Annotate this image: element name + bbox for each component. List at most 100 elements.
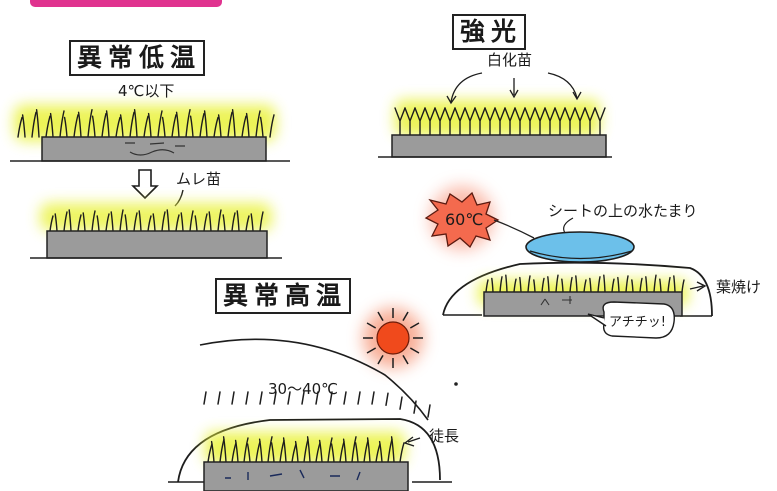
grass-blade [589,277,592,293]
sun-icon [363,308,423,368]
grass-blade [129,111,135,138]
grass-blade [555,274,559,293]
grass-blade [96,215,100,232]
albino-sprout [564,107,576,136]
speech-bubble [587,301,675,339]
heat-tick [217,391,221,405]
grass-blade [519,276,522,293]
albino-sprout [394,107,406,136]
grass-blade [161,116,166,138]
sun-ray [402,354,409,365]
grass-blade [243,437,249,463]
grass-blade [222,214,226,232]
grass-blade [147,215,152,232]
grass-blade [124,214,128,232]
grass-blade [342,438,347,463]
grass-blade [351,436,357,463]
grass-blade [166,209,170,232]
sun-ray [377,311,384,322]
heat-tick [231,391,235,405]
albino-sprout [524,107,536,136]
albino-sprout [494,107,506,136]
heat-tick [203,391,207,405]
grass-blade [327,437,333,463]
grass-blade [217,114,222,138]
title-abnormal-high-temp: 異常高温 [215,278,352,314]
grass-blade [241,115,247,138]
grass-blade [258,438,263,463]
water-puddle [525,231,635,263]
high-temp-tunnel [168,418,452,483]
grass-blade [171,114,177,138]
grass-blade [45,115,51,138]
grass-blade [330,443,335,463]
grass-blade [63,211,68,232]
albino-sprout [554,107,566,136]
heat-tick [301,391,305,405]
grass-blade [513,278,517,293]
albino-sprout [454,107,466,136]
grass-blade [259,211,264,232]
grass-blade [49,215,54,232]
tray-low-temp-top [10,105,290,162]
grass-blade [639,277,643,293]
grass-blade [318,439,323,463]
heat-tick [315,391,319,405]
grass-blade [259,116,264,138]
albino-sprout [444,107,456,136]
grass-blade [267,436,273,463]
grass-blade [597,276,601,293]
grass-blade [147,112,152,138]
grass-blade [63,116,68,138]
sun-ray [409,322,420,329]
grass-blade [203,213,208,232]
tray-strong-light [378,72,612,158]
sun-ray [366,347,377,354]
albino-sprout [404,107,416,136]
grass-blade [533,279,536,293]
grass-blade [194,215,198,232]
grass-blade [101,112,107,138]
grass-blade [213,116,219,138]
grass-blade [68,209,72,232]
label-stuffy-seedling: ムレ苗 [176,170,222,188]
grass-blade [231,109,236,138]
heat-burst [424,186,535,250]
sun-ray [402,311,409,322]
tray-high-temp [203,432,421,491]
label-low-temp-threshold: 4℃以下 [118,82,175,100]
grass-blade [354,442,359,463]
grass-blade [115,116,121,138]
sun-ray [377,354,384,365]
grass-blade [390,436,395,463]
grass-blade [87,109,93,138]
heat-tick [357,391,361,405]
grass-blade [21,114,26,138]
grass-blade [133,109,138,138]
grass-blade [77,214,82,232]
grass-blade [180,212,184,232]
grass-blade [631,279,634,293]
title-strong-light: 強光 [452,14,527,50]
soil-bed [203,461,409,491]
grass-blade [667,276,671,293]
grass-blade [611,278,615,293]
title-abnormal-low-temp: 異常低温 [69,40,206,76]
grass-blade [485,279,489,293]
grass-blade [245,215,250,232]
grass-blade [255,110,261,138]
grass-blade [77,111,82,138]
grass-blade [54,213,58,232]
grass-blade [210,440,215,463]
grass-blade [227,111,233,138]
albino-sprout [464,107,476,136]
grass-blade [246,443,251,463]
albino-sprout [484,107,496,136]
down-arrow [131,169,159,200]
albino-sprout [424,107,436,136]
grass-blade [575,275,578,293]
header-accent-bar [30,0,222,7]
heat-arc [199,338,429,421]
albino-sprout [584,107,596,136]
